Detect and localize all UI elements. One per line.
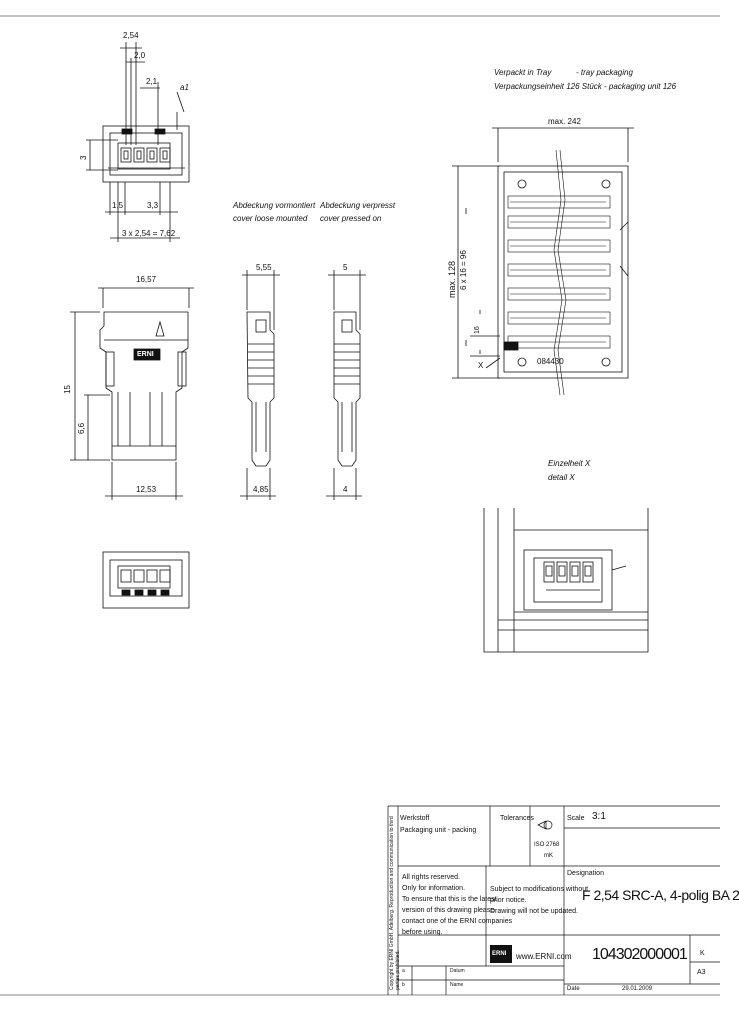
part-number: 104302000001 <box>592 946 688 963</box>
dim-tray-16: 16 <box>474 326 481 334</box>
dim-side1-485: 4,85 <box>253 485 269 494</box>
rights-line: before using. <box>402 929 443 936</box>
tolerances-label: Tolerances <box>500 815 534 822</box>
scale-value: 3:1 <box>592 811 606 822</box>
rev-label: K <box>700 950 705 957</box>
dim-top-3: 3 <box>79 155 88 160</box>
footer-web[interactable]: www.ERNI.com <box>516 952 572 961</box>
rev-a: a <box>402 968 405 974</box>
detail-label-en: detail X <box>548 473 575 482</box>
cover-loose-de: Abdeckung vormontiert <box>233 201 316 210</box>
dim-top-pitch: 3 x 2,54 = 7,62 <box>122 229 176 238</box>
front-view-connector <box>70 287 194 500</box>
iso-label: ISO 2768 <box>534 842 560 848</box>
bottom-view-connector <box>102 551 190 609</box>
designation-value: F 2,54 SRC-A, 4-polig BA 2 <box>582 887 739 903</box>
dim-front-1657: 16,57 <box>136 275 157 284</box>
dim-tray-side-max: max. 128 <box>447 260 457 298</box>
side-view-loose <box>240 270 280 500</box>
dim-front-1253: 12,53 <box>136 485 157 494</box>
designation-label: Designation <box>567 870 604 877</box>
tray-packaging <box>452 127 634 396</box>
front-logo-text: ERNI <box>137 351 154 358</box>
rights-line: Only for information. <box>402 885 466 892</box>
dim-front-66: 6,6 <box>77 422 86 434</box>
rev-b: b <box>402 982 405 988</box>
technical-drawing <box>0 15 720 996</box>
dim-top-254: 2,54 <box>123 31 139 40</box>
cover-pressed-de: Abdeckung verpresst <box>320 201 396 210</box>
scale-label: Scale <box>567 815 585 822</box>
footer-logo-text: ERNI <box>492 951 507 957</box>
cover-pressed-en: cover pressed on <box>320 214 382 223</box>
name-label: Name <box>450 982 464 988</box>
top-view-connector <box>86 42 190 242</box>
dim-top-21: 2,1 <box>146 77 158 86</box>
sheet-size: A3 <box>697 969 706 976</box>
rights-block: All rights reserved. Only for informatio… <box>402 872 512 938</box>
notice-line: Subject to modifications without <box>490 886 589 893</box>
notice-line: Drawing will not be updated. <box>490 908 578 915</box>
date-bottom-label: Date <box>567 986 580 992</box>
date-bottom-value: 29.01.2009 <box>622 986 653 992</box>
tray-label-de: Verpackt in Tray <box>494 68 552 77</box>
dim-side2-5: 5 <box>343 263 348 272</box>
footer-logo-shape <box>490 945 512 963</box>
date-label: Datum <box>450 968 465 974</box>
tray-label-en: - tray packaging <box>576 68 633 77</box>
dim-side2-4: 4 <box>343 485 348 494</box>
dim-top-33: 3,3 <box>147 201 159 210</box>
notice-block: Subject to modifications without prior n… <box>490 884 588 917</box>
title-block-frame <box>387 805 720 995</box>
detail-label-de: Einzelheit X <box>548 459 591 468</box>
rights-line: version of this drawing please <box>402 907 495 914</box>
dim-top-15: 1,5 <box>112 201 124 210</box>
rights-line: contact one of the ERNI companies <box>402 918 513 925</box>
tray-part-number: 084430 <box>537 357 564 366</box>
dim-tray-side-n: 6 x 16 = 96 <box>459 250 468 290</box>
rights-line: All rights reserved. <box>402 874 460 881</box>
rights-line: To ensure that this is the latest <box>402 896 497 903</box>
side-view-pressed <box>326 270 366 500</box>
detail-x <box>483 508 649 653</box>
iso-sub: mK <box>544 853 553 859</box>
dim-front-15: 15 <box>63 385 72 394</box>
dim-top-20: 2,0 <box>134 51 146 60</box>
material-label: Werkstoff <box>400 815 430 822</box>
notice-line: prior notice. <box>490 897 527 904</box>
dim-top-a1: a1 <box>180 83 189 92</box>
packaging-label: Packaging unit - packing <box>400 827 477 834</box>
copyright-side-text: Copyright by ERNI GmbH, Adelberg. Reprod… <box>389 816 401 990</box>
dim-side1-555: 5,55 <box>256 263 272 272</box>
dim-tray-max: max. 242 <box>548 117 581 126</box>
cover-loose-en: cover loose mounted <box>233 214 308 223</box>
tray-qty: Verpackungseinheit 126 Stück - packaging… <box>494 82 677 91</box>
tray-x-marker: X <box>478 361 484 370</box>
